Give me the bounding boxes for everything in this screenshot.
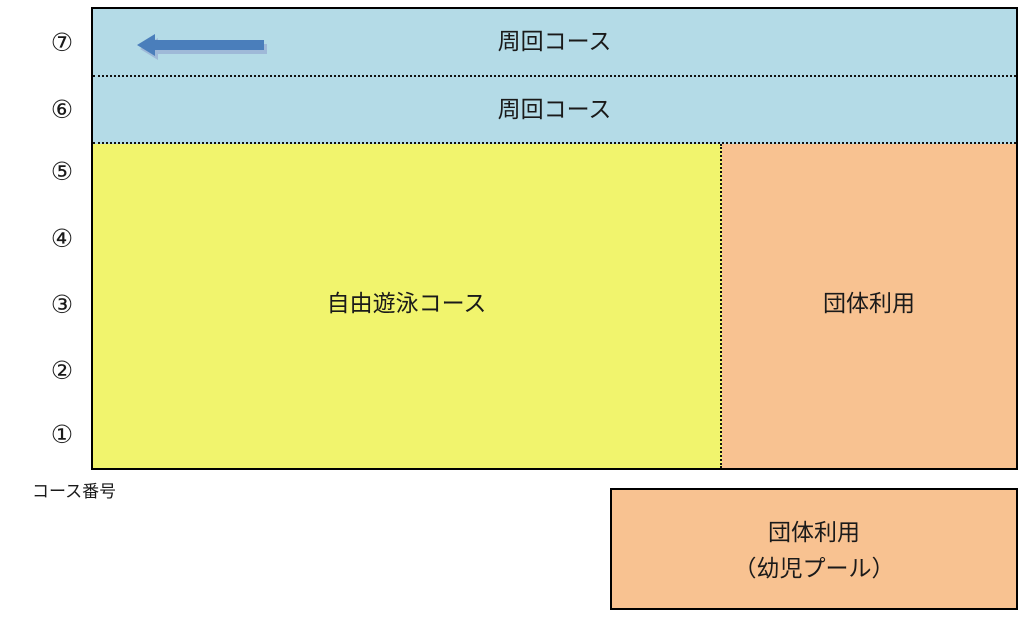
- zone-kiddie-pool-label-line2: （幼児プール）: [733, 555, 895, 581]
- zone-group-use-label: 団体利用: [823, 290, 915, 316]
- band-lane-7-label: 周回コース: [497, 28, 612, 54]
- band-lane-7-circuit: 周回コース: [93, 9, 1016, 77]
- arrow-left-icon: [137, 34, 267, 60]
- zone-group-use: 団体利用: [722, 144, 1016, 468]
- lane-number-5: ⑤: [50, 157, 74, 186]
- lane-number-6: ⑥: [50, 95, 74, 124]
- zone-free-swim-label: 自由遊泳コース: [326, 290, 487, 316]
- zone-free-swim: 自由遊泳コース: [93, 144, 722, 468]
- lane-number-2: ②: [50, 356, 74, 385]
- zone-kiddie-pool-label-line1: 団体利用: [768, 519, 860, 545]
- lower-zone-row: 自由遊泳コース 団体利用: [93, 144, 1016, 468]
- band-lane-6-circuit: 周回コース: [93, 77, 1016, 194]
- lane-number-1: ①: [50, 420, 74, 449]
- lane-number-axis-caption: コース番号: [32, 482, 117, 501]
- lane-number-4: ④: [50, 224, 74, 253]
- zone-kiddie-pool-label: 団体利用 （幼児プール）: [612, 514, 1016, 586]
- band-lane-6-label: 周回コース: [497, 96, 612, 122]
- lane-number-3: ③: [50, 290, 74, 319]
- zone-kiddie-pool: 団体利用 （幼児プール）: [610, 488, 1018, 610]
- lane-number-7: ⑦: [50, 28, 74, 57]
- main-pool-outline: 周回コース 周回コース 自由遊泳コース 団体利用: [91, 7, 1018, 470]
